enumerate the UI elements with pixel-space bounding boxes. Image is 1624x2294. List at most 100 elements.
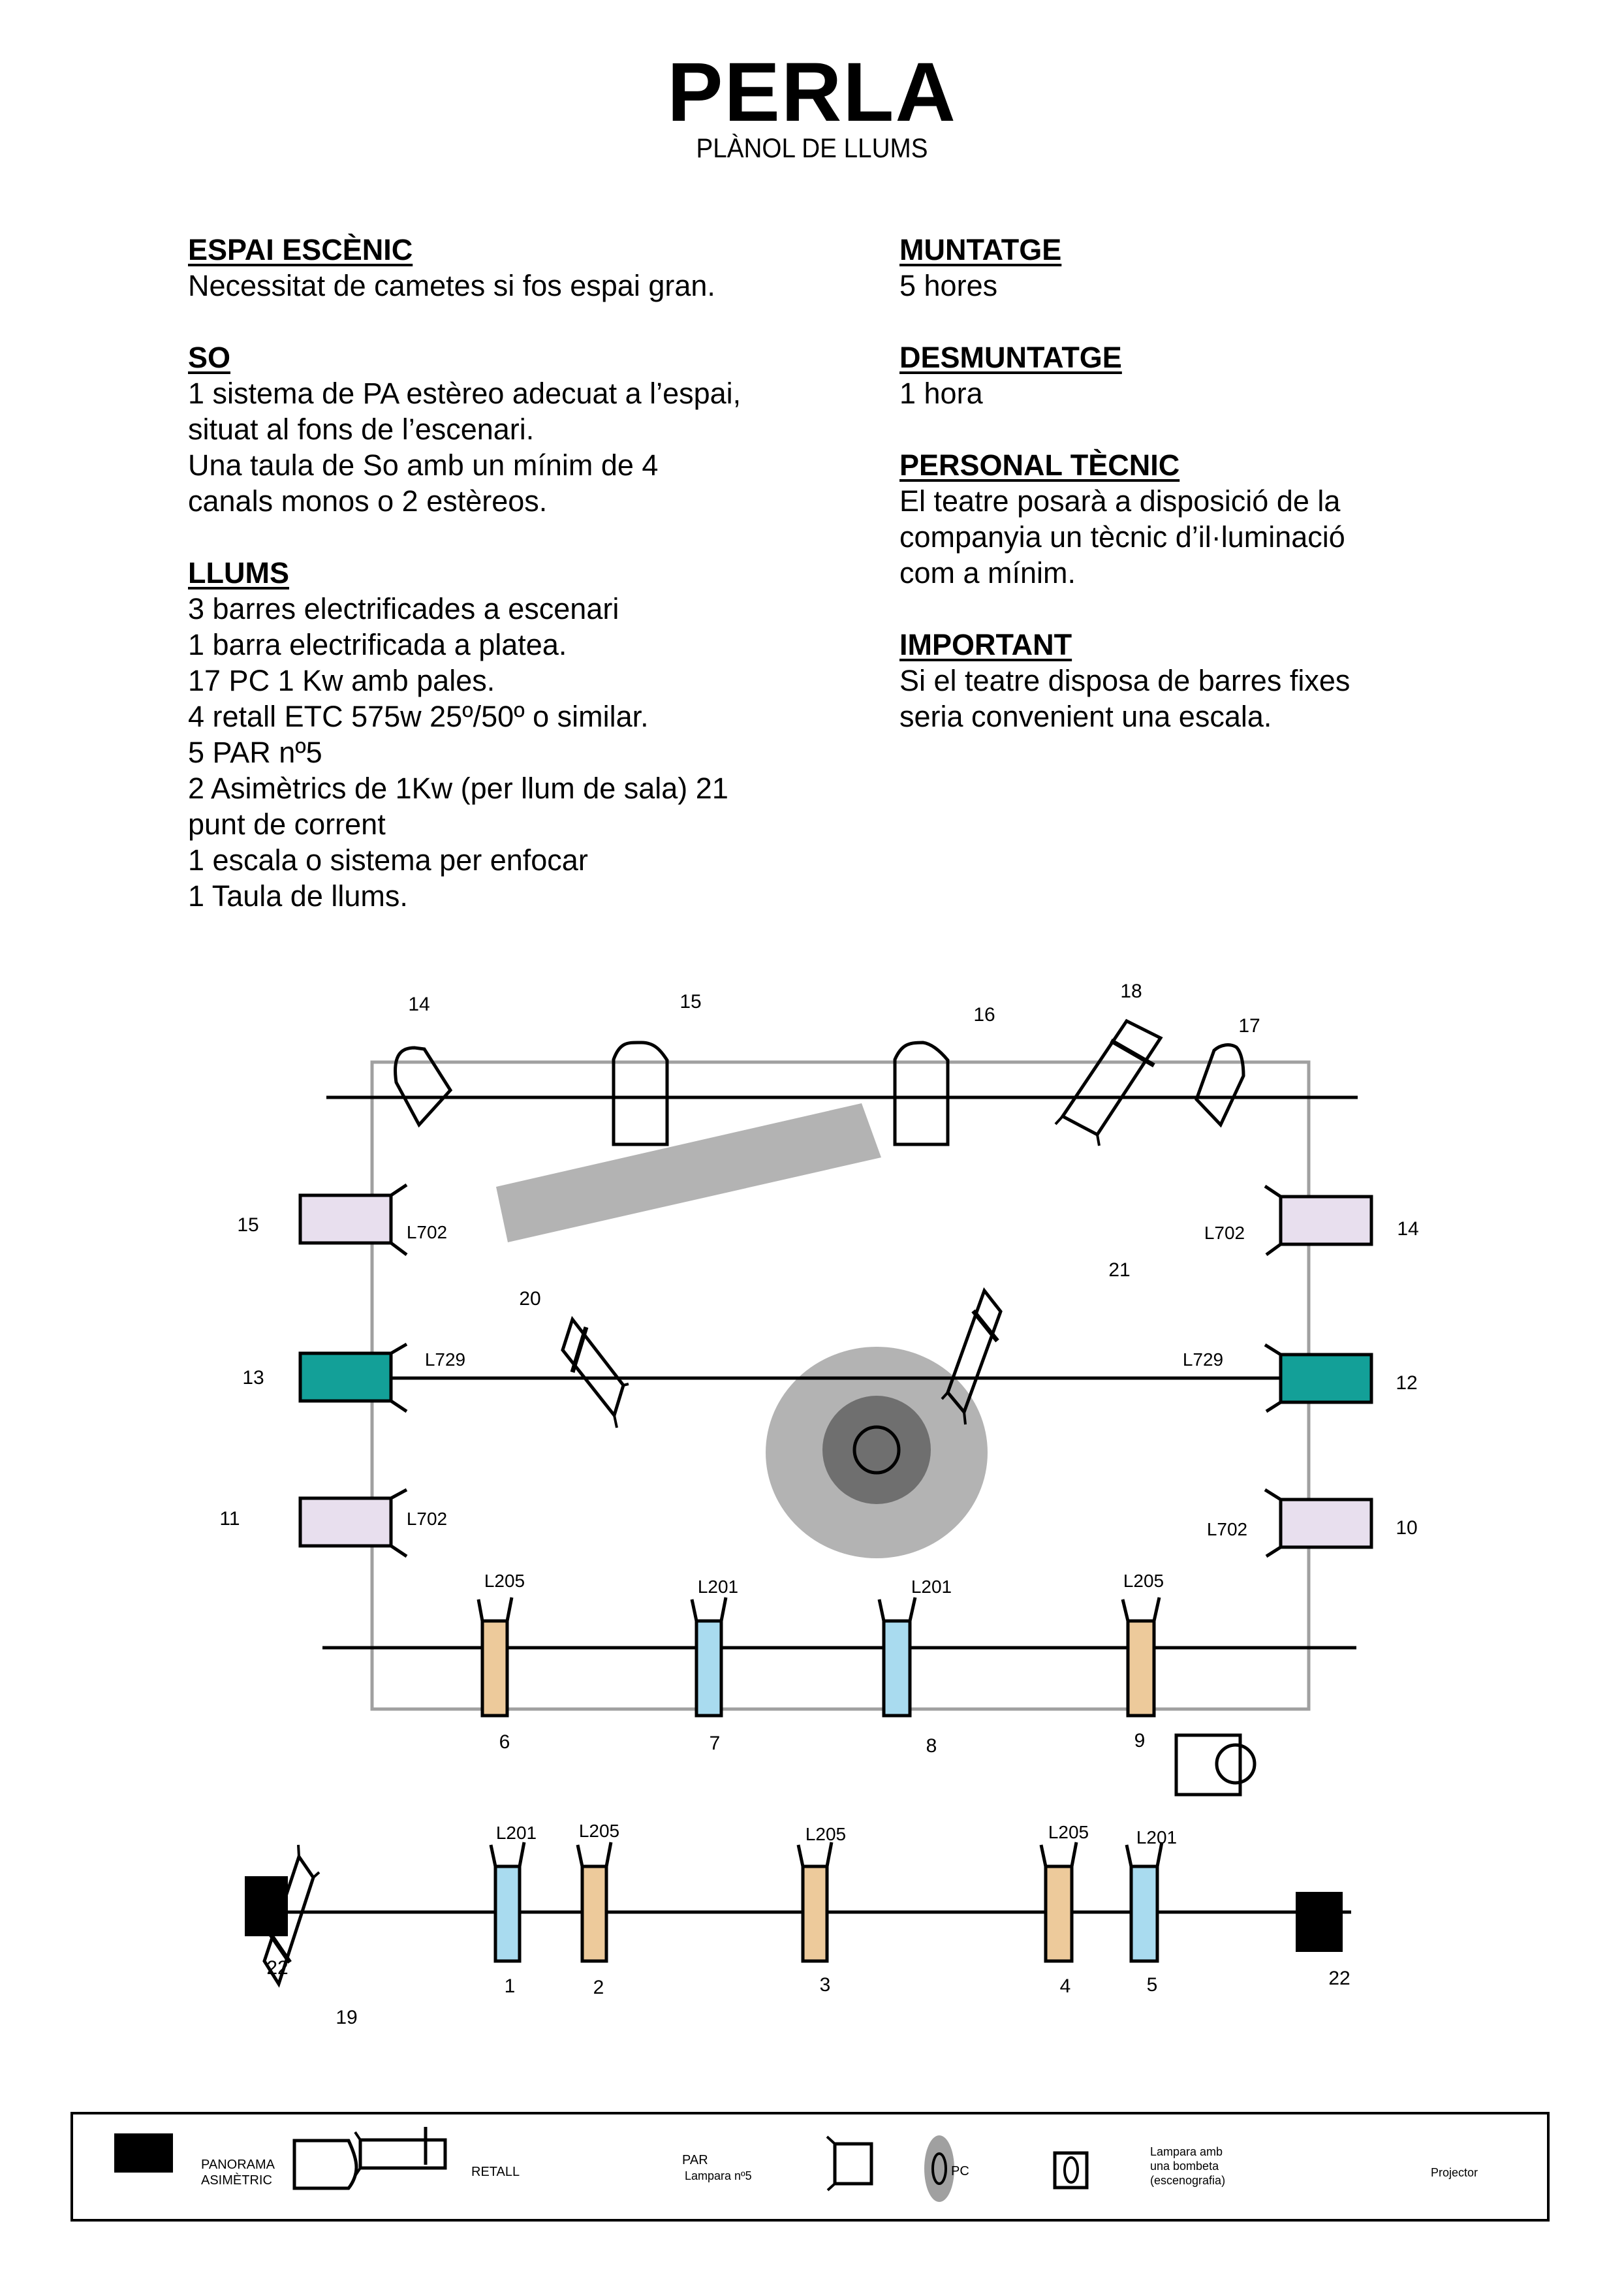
filter-label: L702 bbox=[407, 1509, 447, 1529]
section-heading: PERSONAL TÈCNIC bbox=[899, 448, 1180, 482]
barndoor bbox=[825, 1842, 834, 1867]
fixture-number: 16 bbox=[973, 1004, 995, 1026]
pc-6: L205 6 bbox=[476, 1571, 525, 1753]
pc-left-15: 15 L702 bbox=[237, 1183, 447, 1256]
scenery-bar bbox=[496, 1103, 881, 1242]
barndoor bbox=[719, 1597, 728, 1622]
panorama-22-left: 22 bbox=[245, 1876, 289, 1979]
filter-label: L702 bbox=[407, 1222, 447, 1242]
pc-right-14: 14 L702 bbox=[1204, 1184, 1419, 1257]
barndoor bbox=[1125, 1844, 1133, 1867]
section-muntatge: MUNTATGE 5 hores bbox=[899, 232, 1487, 304]
bulb-icon bbox=[852, 1425, 901, 1475]
pc-9: L205 9 bbox=[1121, 1571, 1164, 1752]
barndoor bbox=[1152, 1597, 1161, 1622]
section-line: 4 retall ETC 575w 25º/50º o similar. bbox=[188, 700, 649, 733]
legend-retall-label: RETALL bbox=[471, 2165, 520, 2179]
barndoor bbox=[489, 1844, 497, 1867]
barndoor bbox=[826, 2135, 836, 2145]
fixture-number: 14 bbox=[408, 994, 429, 1015]
retall-20: 20 bbox=[519, 1288, 629, 1428]
section-line: situat al fons de l’escenari. bbox=[188, 413, 535, 446]
par-14: 14 bbox=[394, 994, 453, 1128]
section-line: 1 barra electrificada a platea. bbox=[188, 628, 567, 661]
filter-label: L205 bbox=[1123, 1571, 1164, 1591]
pc-7: L201 7 bbox=[690, 1577, 738, 1754]
barndoor bbox=[1155, 1842, 1164, 1867]
section-line: El teatre posarà a disposició de la bbox=[899, 484, 1341, 518]
barndoor bbox=[1039, 1844, 1048, 1867]
section-line: companyia un tècnic d’il·luminació bbox=[899, 520, 1345, 554]
panorama-icon bbox=[245, 1876, 288, 1936]
filter-label: L205 bbox=[484, 1571, 525, 1591]
barndoor bbox=[1265, 1242, 1282, 1257]
pc-icon bbox=[480, 1619, 509, 1718]
legend-label-line: Lampara nº5 bbox=[685, 2169, 752, 2182]
pc-icon bbox=[801, 1864, 829, 1963]
legend-panorama-label: PANORAMA ASIMÈTRIC bbox=[201, 2157, 275, 2188]
pc-1: L201 1 bbox=[489, 1823, 537, 1997]
barndoor bbox=[1264, 1488, 1282, 1501]
barndoor bbox=[604, 1842, 613, 1867]
retall-yoke bbox=[1054, 1115, 1064, 1125]
fixture-number: 20 bbox=[519, 1288, 540, 1310]
bulb-icon bbox=[931, 2152, 947, 2185]
panorama-icon bbox=[1296, 1892, 1343, 1952]
section-llums: LLUMS 3 barres electrificades a escenari… bbox=[188, 555, 841, 914]
legend-lamp-label: Lampara amb una bombeta (escenografia) bbox=[1150, 2145, 1225, 2188]
pc-icon bbox=[298, 1351, 393, 1403]
retall-body bbox=[358, 2138, 447, 2170]
section-line: 1 Taula de llums. bbox=[188, 879, 408, 913]
projector-body bbox=[1053, 2151, 1089, 2190]
section-heading: LLUMS bbox=[188, 556, 289, 589]
retall-19: 19 bbox=[262, 1844, 358, 2028]
section-line: canals monos o 2 estèreos. bbox=[188, 484, 548, 518]
pc-icon bbox=[882, 1619, 912, 1718]
section-so: SO 1 sistema de PA estèreo adecuat a l’e… bbox=[188, 339, 841, 519]
retall-shutter bbox=[266, 1930, 292, 1964]
fixture-number: 10 bbox=[1396, 1517, 1417, 1539]
barndoor bbox=[796, 1844, 805, 1867]
retall-yoke bbox=[613, 1415, 618, 1428]
pc-3: L205 3 bbox=[796, 1824, 846, 1996]
section-heading: SO bbox=[188, 341, 231, 374]
section-line: 1 hora bbox=[899, 377, 983, 410]
section-line: Necessitat de cametes si fos espai gran. bbox=[188, 269, 715, 302]
fixture-number: 21 bbox=[1108, 1259, 1130, 1281]
par-16: 16 bbox=[893, 1004, 995, 1146]
pc-icon bbox=[1044, 1864, 1074, 1963]
par-icon bbox=[1195, 1043, 1245, 1128]
section-heading: DESMUNTATGE bbox=[899, 341, 1122, 374]
pc-right-12: 12 L729 bbox=[1183, 1343, 1418, 1413]
barndoor bbox=[576, 1844, 584, 1867]
pc-icon bbox=[1279, 1498, 1373, 1549]
legend-par-label: PAR Lampara nº5 bbox=[682, 2152, 752, 2184]
pc-icon bbox=[1129, 1864, 1159, 1963]
right-column: MUNTATGE 5 hores DESMUNTATGE 1 hora PERS… bbox=[899, 232, 1487, 770]
barndoor bbox=[1264, 1184, 1282, 1199]
panorama-22-right: 22 bbox=[1296, 1892, 1351, 1989]
barndoor bbox=[908, 1597, 917, 1622]
legend bbox=[70, 2112, 1550, 2222]
fixture-number: 3 bbox=[820, 1974, 831, 1996]
section-line: 17 PC 1 Kw amb pales. bbox=[188, 664, 495, 697]
pc-left-11: 11 L702 bbox=[219, 1488, 447, 1558]
retall-yoke bbox=[941, 1391, 949, 1400]
section-line: punt de corrent bbox=[188, 808, 386, 841]
pc-5: L201 5 bbox=[1125, 1827, 1177, 1996]
scenography-lamp bbox=[766, 1347, 988, 1558]
lamp-outer bbox=[924, 2135, 954, 2202]
filter-label: L729 bbox=[1183, 1349, 1223, 1370]
section-heading: IMPORTANT bbox=[899, 628, 1072, 661]
retall-21: 21 bbox=[941, 1259, 1131, 1425]
par-icon bbox=[612, 1041, 669, 1146]
filter-label: L201 bbox=[496, 1823, 537, 1843]
barndoor bbox=[476, 1599, 484, 1622]
legend-panorama-icon bbox=[114, 2133, 173, 2173]
barndoor bbox=[390, 1342, 408, 1355]
barndoor bbox=[505, 1597, 514, 1622]
pc-body bbox=[833, 2142, 873, 2186]
fixture-number: 18 bbox=[1120, 981, 1142, 1002]
fixture-number: 15 bbox=[679, 991, 701, 1013]
retall-shutter bbox=[570, 1326, 589, 1374]
